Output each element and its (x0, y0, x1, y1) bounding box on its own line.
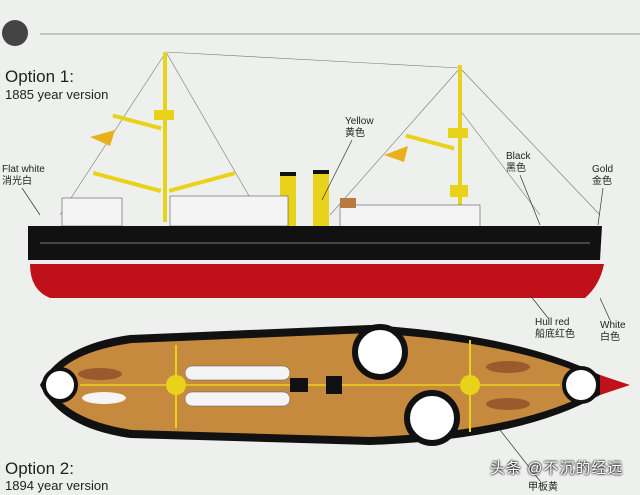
option2-title: Option 2: (5, 459, 74, 478)
label-en: Gold (592, 164, 614, 175)
deck-plan (40, 324, 630, 446)
flag-icon (90, 130, 115, 146)
hull-red (30, 264, 604, 298)
rigging (59, 51, 601, 216)
flag-icon (384, 146, 408, 162)
label-zh: 船底红色 (535, 329, 575, 340)
label-en: Yellow (345, 116, 374, 127)
label-zh: 黑色 (506, 163, 526, 174)
label-en: Flat white (2, 164, 45, 175)
label-en: White (600, 320, 626, 331)
option1-title: Option 1: (5, 67, 74, 86)
label-zh: 白色 (600, 332, 620, 343)
watermark: 头条 @不沉的经远 (490, 460, 624, 477)
option1-subtitle: 1885 year version (5, 87, 109, 102)
option2-subtitle: 1894 year version (5, 478, 109, 493)
label-zh: 金色 (592, 176, 612, 187)
leader-lines (21, 139, 611, 482)
label-zh: 消光白 (2, 176, 32, 187)
corner-circle-decoration (2, 20, 28, 46)
label-deck: 甲板黄 (528, 482, 558, 493)
label-zh: 黄色 (345, 128, 365, 139)
label-en: Black (506, 151, 531, 162)
label-en: Hull red (535, 317, 570, 328)
